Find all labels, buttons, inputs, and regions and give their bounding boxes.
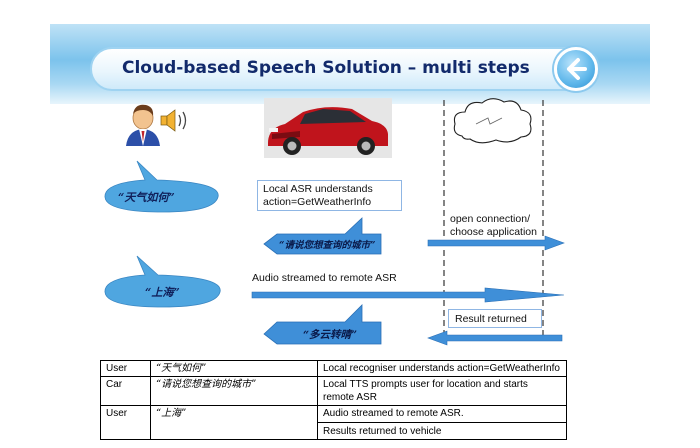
back-arrow-icon <box>567 58 587 80</box>
user-query-1: “天气如何” <box>118 191 175 204</box>
table-action-line: Results returned to vehicle <box>318 422 566 438</box>
car-reply-text: “多云转晴” <box>303 329 358 341</box>
car-prompt-text: “请说您想查询的城市” <box>279 240 376 251</box>
result-returned-arrow <box>427 330 563 346</box>
back-button[interactable] <box>554 47 598 91</box>
open-connection-arrow <box>427 235 565 251</box>
table-cell-actor: Car <box>100 376 151 406</box>
table-cell-utterance: “天气如何” <box>150 360 318 377</box>
summary-table: User “天气如何” Local recogniser understands… <box>100 360 567 440</box>
speech-bubble-2 <box>104 255 221 308</box>
cloud-icon <box>453 98 532 144</box>
car-prompt-callout <box>263 217 382 255</box>
audio-streamed-label: Audio streamed to remote ASR <box>252 272 397 284</box>
table-cell-action: Audio streamed to remote ASR. Results re… <box>317 405 567 440</box>
table-cell-utterance: “上海” <box>150 405 318 440</box>
user-speaking-icon <box>126 104 160 146</box>
table-cell-action: Local recogniser understands action=GetW… <box>317 360 567 377</box>
user-query-2: “上海” <box>145 286 180 299</box>
speaker-icon <box>160 109 187 132</box>
table-action-line: Audio streamed to remote ASR. <box>323 408 464 419</box>
result-returned-label: Result returned <box>455 313 527 325</box>
table-row: Car “请说您想查询的城市” Local TTS prompts user f… <box>100 376 567 406</box>
title-pill <box>90 47 598 91</box>
result-returned-box <box>448 309 542 328</box>
table-cell-actor: User <box>100 405 151 440</box>
car-image <box>264 98 392 158</box>
speech-bubble-1 <box>104 160 219 213</box>
table-action-line: remote ASR <box>323 392 377 403</box>
page-title: Cloud-based Speech Solution – multi step… <box>122 58 530 78</box>
table-action-line: Local recogniser understands action=GetW… <box>323 363 560 374</box>
table-action-line: Local TTS prompts user for location and … <box>323 379 528 390</box>
local-asr-line1: Local ASR understands <box>263 183 373 195</box>
car-reply-callout <box>263 304 382 345</box>
table-cell-action: Local TTS prompts user for location and … <box>317 376 567 406</box>
table-row: User “上海” Audio streamed to remote ASR. … <box>100 405 567 440</box>
table-cell-utterance: “请说您想查询的城市” <box>150 376 318 406</box>
audio-streamed-arrow <box>251 287 565 303</box>
table-cell-actor: User <box>100 360 151 377</box>
local-asr-box <box>257 180 402 211</box>
local-asr-line2: action=GetWeatherInfo <box>263 196 372 208</box>
open-connection-line2: choose application <box>450 226 537 238</box>
open-connection-line1: open connection/ <box>450 213 530 225</box>
table-row: User “天气如何” Local recogniser understands… <box>100 360 567 377</box>
